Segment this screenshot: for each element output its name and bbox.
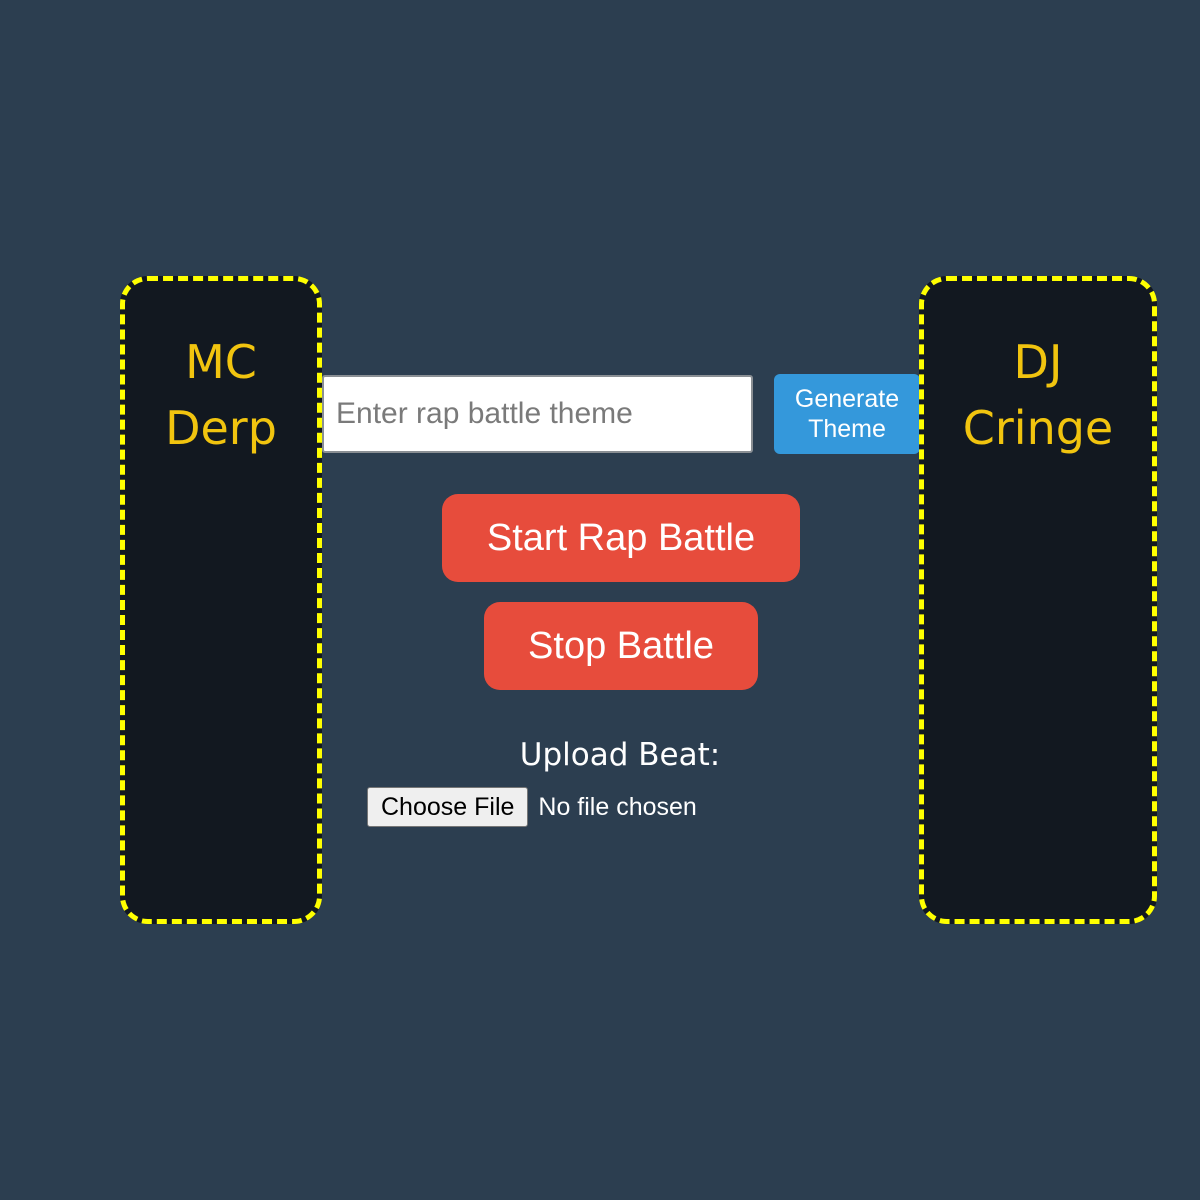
rapper-panel-right: DJ Cringe — [919, 276, 1157, 924]
start-rap-battle-button[interactable]: Start Rap Battle — [442, 494, 800, 582]
beat-file-input[interactable]: Choose File No file chosen — [367, 787, 697, 827]
stop-battle-button[interactable]: Stop Battle — [484, 602, 758, 690]
generate-theme-button[interactable]: Generate Theme — [774, 374, 920, 454]
choose-file-button[interactable]: Choose File — [367, 787, 529, 827]
file-status-text: No file chosen — [538, 792, 697, 821]
upload-beat-label: Upload Beat: — [519, 737, 721, 773]
rapper-name-left: MC Derp — [165, 335, 277, 455]
theme-input[interactable] — [322, 375, 753, 453]
rapper-name-right: DJ Cringe — [962, 335, 1114, 455]
rapper-panel-left: MC Derp — [120, 276, 322, 924]
